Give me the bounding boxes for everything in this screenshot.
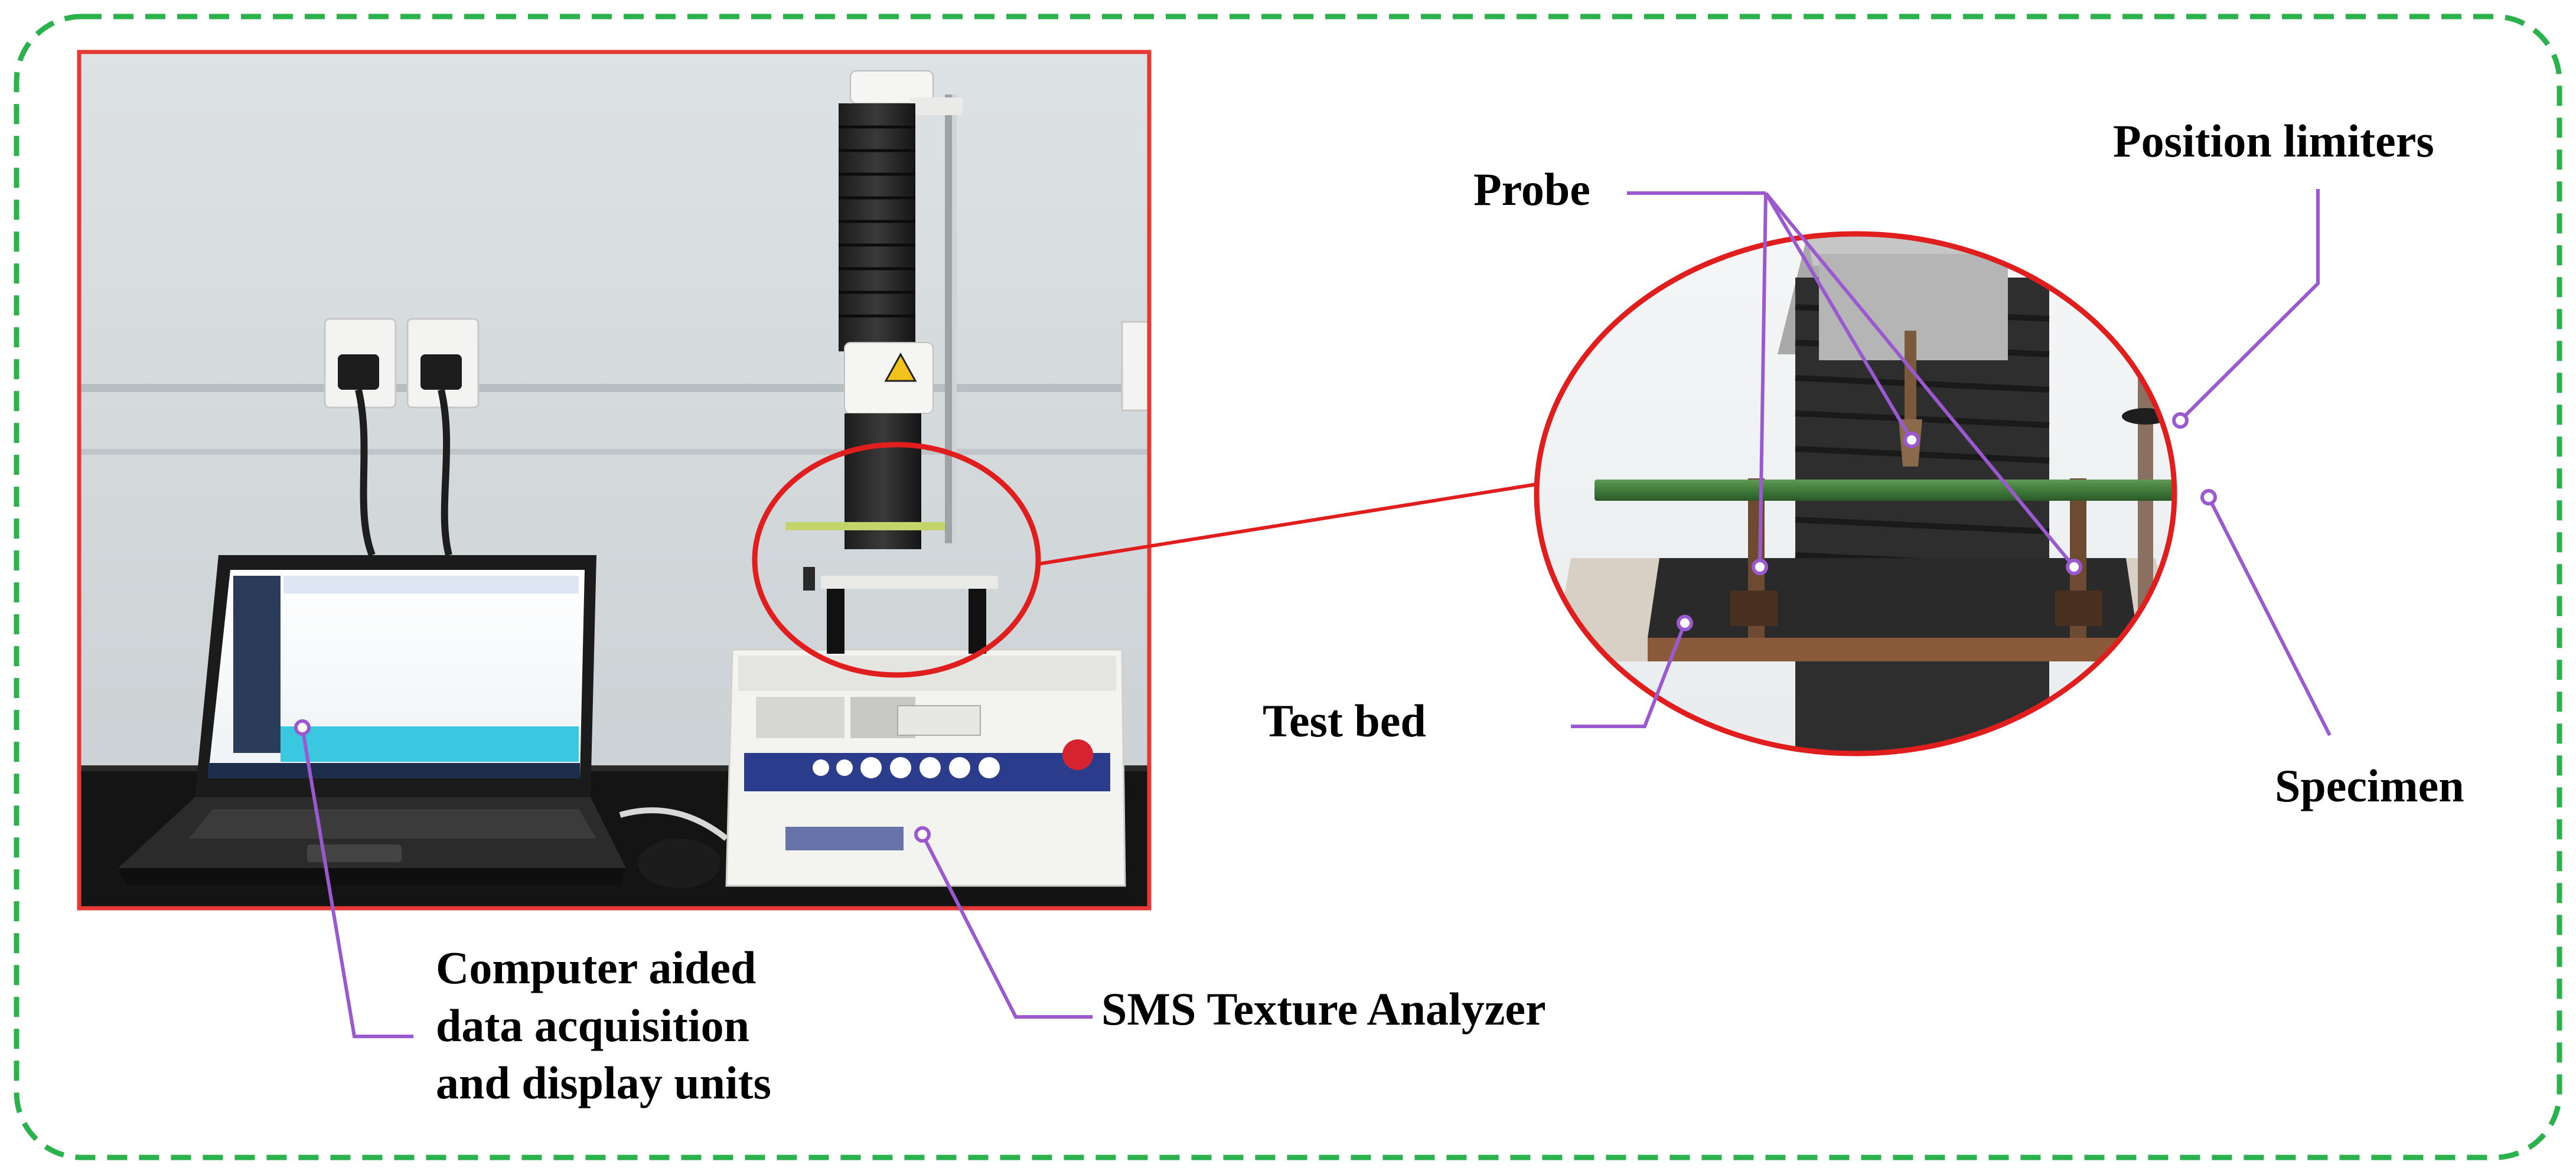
texture-analyzer [725,70,1126,887]
photo-border [77,50,1152,911]
label-computer-line-2: data acquisition [436,999,749,1051]
laptop [118,555,626,886]
callout-dots [294,412,2217,843]
label-test-bed: Test bed [1263,695,1426,746]
label-position-limiters: Position limiters [2113,115,2434,167]
label-computer-line-1: Computer aided [436,942,757,993]
zoom-view [1537,234,2174,754]
lab-photo [79,52,1149,908]
label-sms-texture-analyzer: SMS Texture Analyzer [1101,983,1546,1035]
label-computer-units: Computer aided data acquisition and disp… [436,939,771,1112]
zoom-connector [1038,482,1537,566]
mouse [638,839,720,888]
zoom-ellipse [1534,231,2177,756]
specimen-rod [1594,480,2174,501]
label-specimen: Specimen [2275,760,2464,811]
label-probe: Probe [1473,164,1590,215]
zoom-source-circle [752,442,1041,678]
wall-sockets [324,318,1149,412]
dashed-frame [14,14,2562,1160]
label-computer-line-3: and display units [436,1057,771,1108]
callout-lines [301,189,2332,1038]
